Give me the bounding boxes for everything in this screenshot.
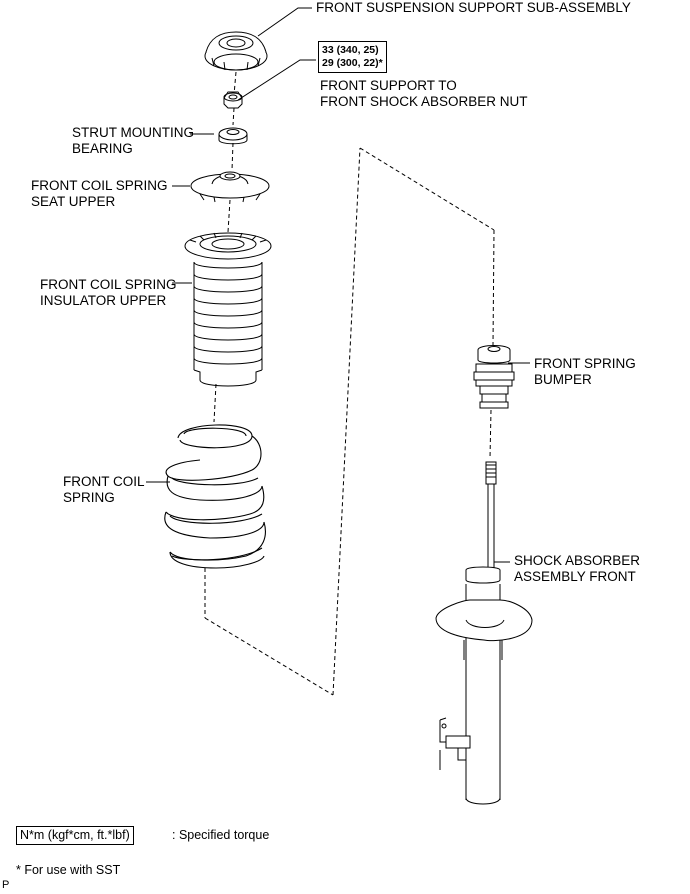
- label-insulator-line-1: FRONT COIL SPRING: [40, 277, 177, 292]
- leader-lines: [146, 7, 530, 563]
- label-seat-line-2: SEAT UPPER: [31, 194, 116, 209]
- label-bumper-line-2: BUMPER: [534, 372, 592, 387]
- label-spring-line-2: SPRING: [63, 490, 115, 505]
- label-bearing-line-1: STRUT MOUNTING: [72, 125, 194, 140]
- legend-unit-box: N*m (kgf*cm, ft.*lbf): [16, 826, 134, 845]
- insulator-part: [184, 232, 272, 387]
- torque-spec-line-1: 33 (340, 25): [322, 44, 379, 56]
- shock-absorber-part: [435, 461, 533, 805]
- label-bearing-line-2: BEARING: [72, 141, 133, 156]
- coil-spring-part: [164, 424, 266, 569]
- legend-unit-description: : Specified torque: [172, 828, 270, 842]
- label-nut-line-1: FRONT SUPPORT TO: [320, 78, 457, 93]
- label-absorber-line-2: ASSEMBLY FRONT: [514, 569, 636, 584]
- spring-bumper-part: [473, 345, 515, 409]
- label-insulator-line-2: INSULATOR UPPER: [40, 293, 167, 308]
- label-absorber-line-1: SHOCK ABSORBER: [514, 553, 641, 568]
- label-spring-line-1: FRONT COIL: [63, 474, 145, 489]
- nut-part: [223, 91, 243, 109]
- legend-sst-note: * For use with SST: [16, 863, 121, 877]
- torque-spec-box: 33 (340, 25) 29 (300, 22)*: [318, 41, 387, 73]
- assembly-guide-lines: [204, 147, 495, 696]
- torque-spec-line-2: 29 (300, 22)*: [322, 57, 383, 69]
- label-nut-line-2: FRONT SHOCK ABSORBER NUT: [320, 94, 528, 109]
- label-bumper-line-1: FRONT SPRING: [534, 356, 636, 371]
- spring-seat-part: [190, 171, 270, 203]
- corner-mark: P: [2, 879, 10, 891]
- suspension-support-part: [204, 31, 268, 71]
- label-suspension-support: FRONT SUSPENSION SUPPORT SUB-ASSEMBLY: [316, 0, 631, 15]
- center-axis-left: [213, 71, 237, 423]
- bearing-part: [218, 127, 248, 145]
- label-seat-line-1: FRONT COIL SPRING: [31, 178, 168, 193]
